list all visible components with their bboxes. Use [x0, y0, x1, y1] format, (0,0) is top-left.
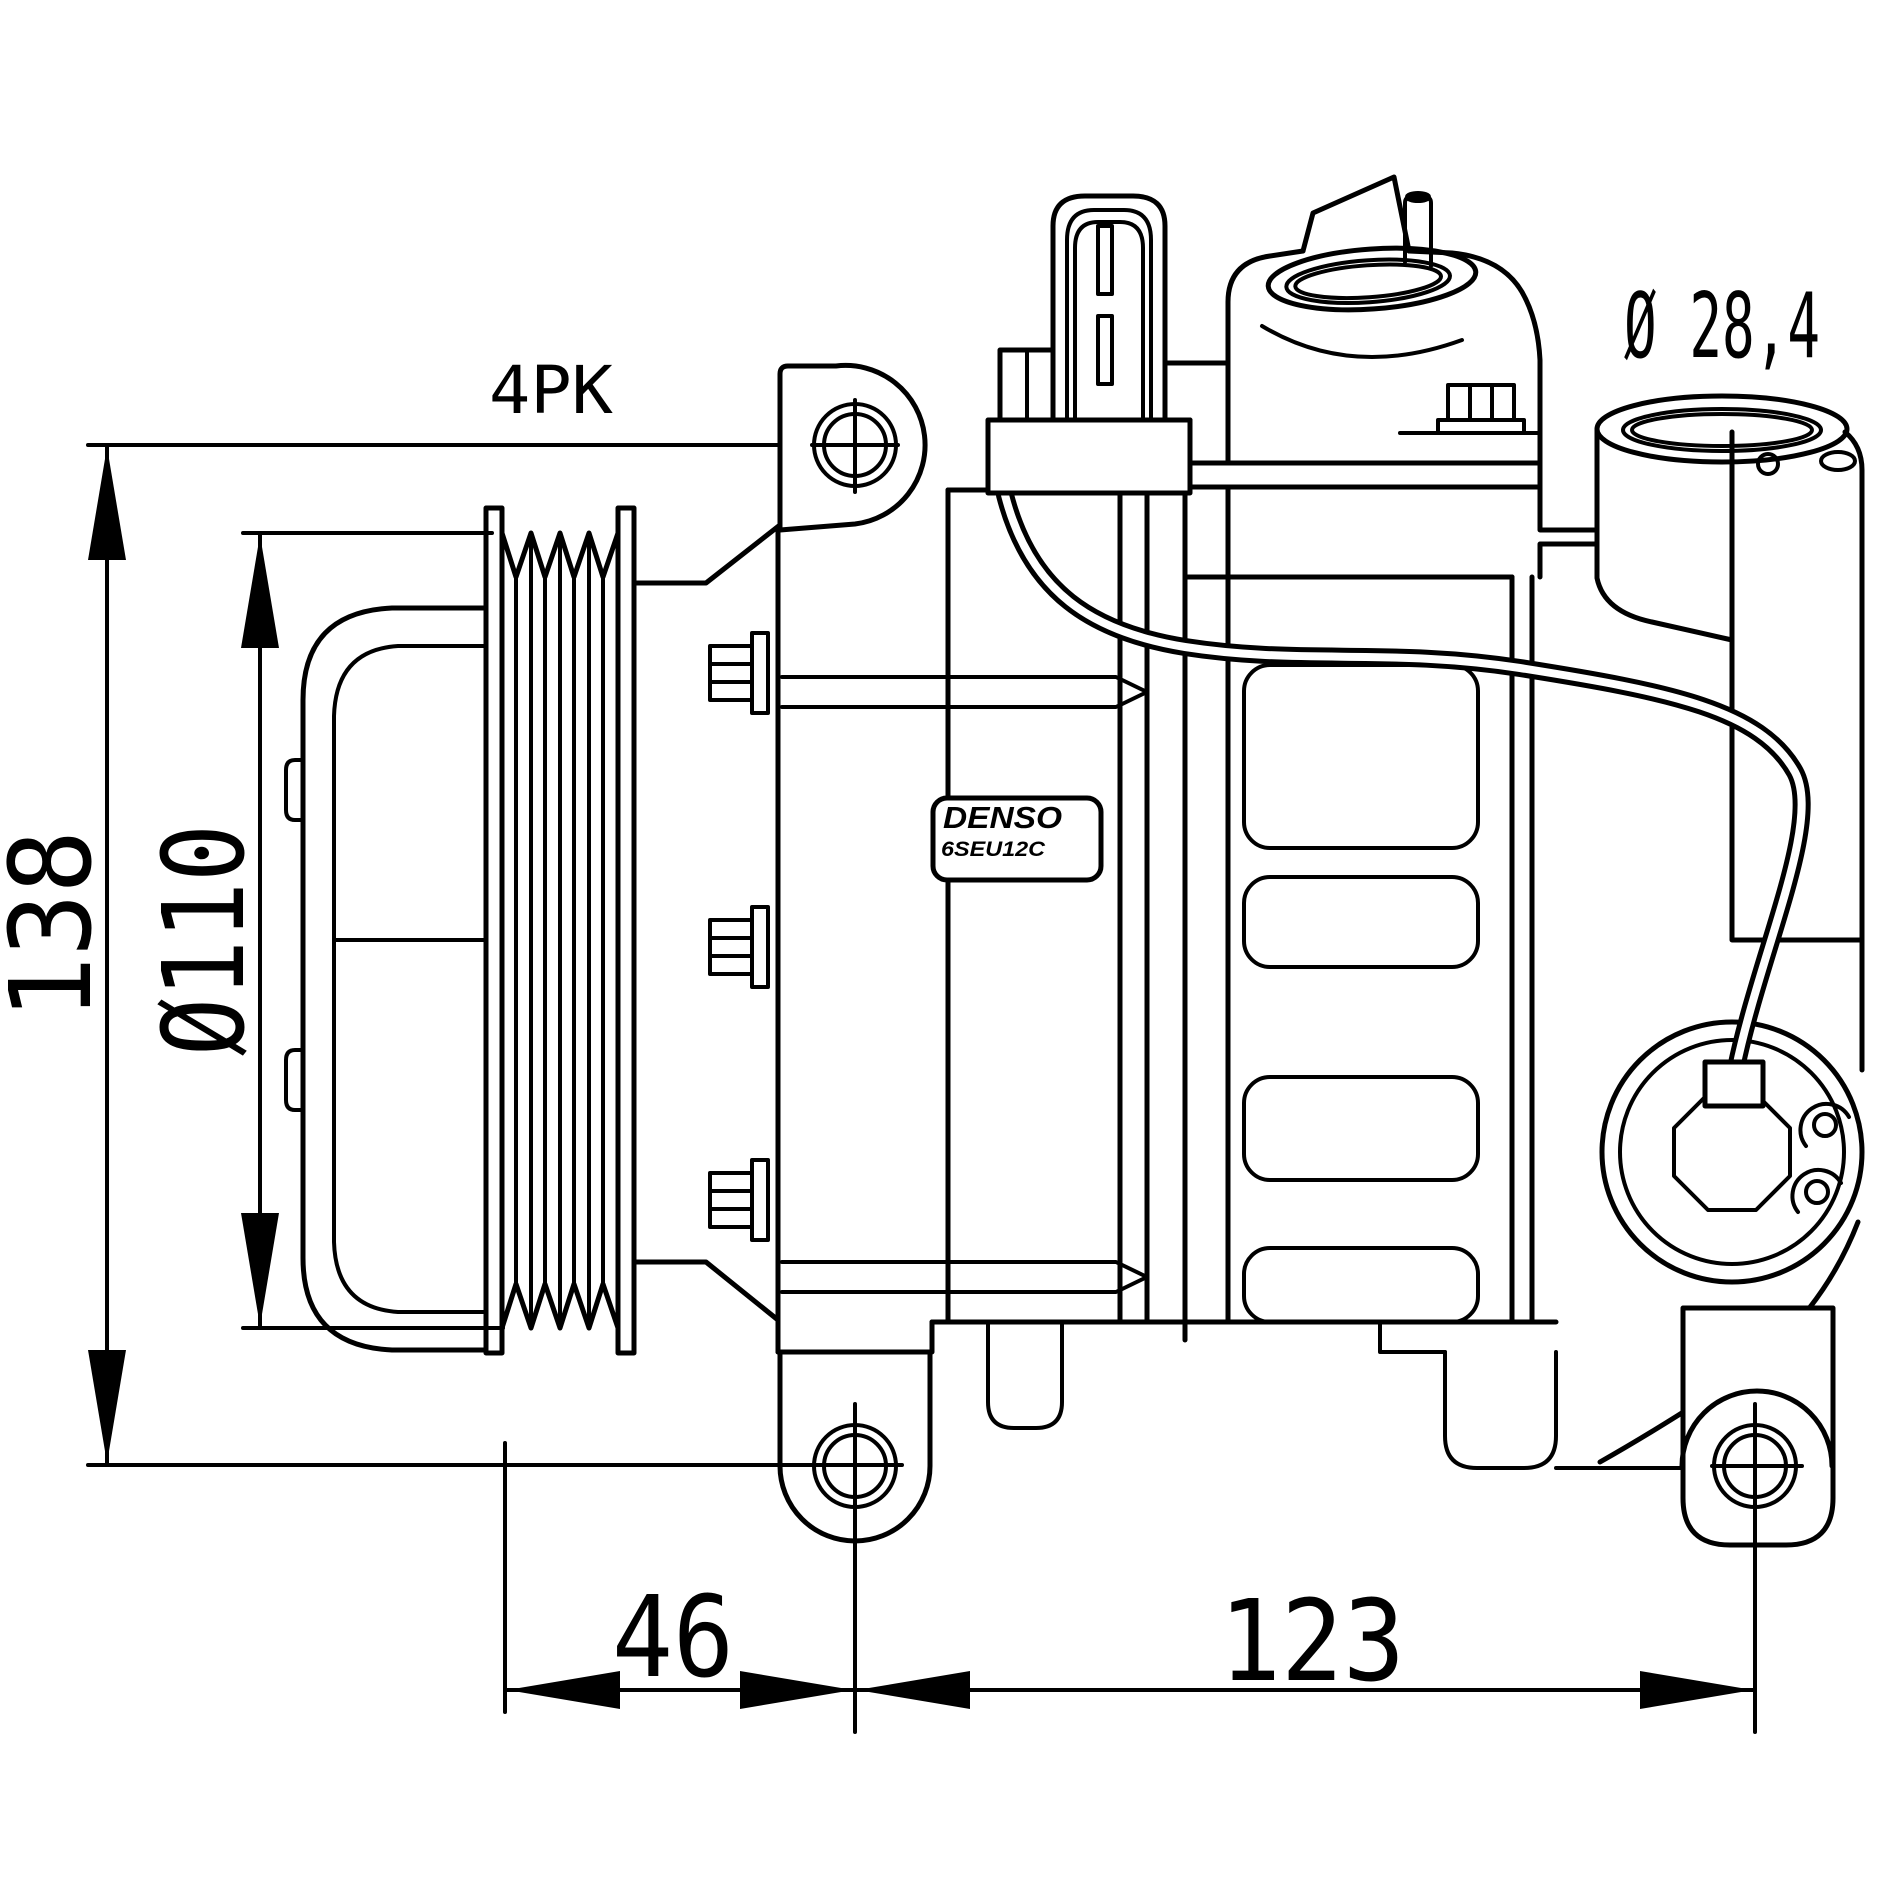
- top-mounting-lug: [777, 362, 928, 533]
- dim-pulley-diameter: Ø110: [140, 531, 279, 1330]
- valve-screw: [1804, 1179, 1830, 1205]
- dim-rear-mount: 123: [857, 1577, 1753, 1709]
- denso-label: DENSO 6SEU12C: [930, 795, 1104, 883]
- front-foot-tab: [986, 1320, 1064, 1430]
- cylinder-head: [1225, 174, 1600, 580]
- connector-slot: [1096, 224, 1114, 296]
- suction-port: [1594, 366, 1865, 943]
- dim-rear-mount-text: 123: [1219, 1577, 1405, 1707]
- dimension-annotations: 138 Ø110 4PK Ø 28,4 46 123: [0, 274, 1820, 1734]
- control-valve: [1599, 1019, 1865, 1285]
- connector-slot: [1096, 314, 1114, 386]
- flange-hole: [1819, 450, 1857, 472]
- clutch-bolt: [708, 905, 770, 989]
- hub-and-bolts: [633, 522, 783, 1323]
- sensor-wire: [996, 486, 1811, 1109]
- flange-hole: [1756, 452, 1780, 476]
- pulley-4pk: [483, 505, 637, 1356]
- dim-front-mount: 46: [503, 1573, 1757, 1709]
- electrical-connector: [985, 193, 1231, 496]
- clutch-bolt: [708, 1158, 770, 1242]
- dim-pulley-diameter-text: Ø110: [140, 824, 270, 1056]
- rear-mounting-foot: [1679, 1305, 1836, 1548]
- dim-overall-height-text: 138: [0, 830, 117, 1020]
- top-lug-crosshair: [810, 398, 900, 494]
- clutch-bolt: [708, 631, 770, 715]
- model-text: 6SEU12C: [941, 838, 1046, 861]
- rear-body: [1182, 460, 1690, 1470]
- brand-text: DENSO: [943, 800, 1062, 835]
- belt-type-label: 4PK: [489, 352, 613, 429]
- head-pin: [1403, 191, 1433, 268]
- valve-octagon: [1672, 1092, 1792, 1212]
- clutch-body: [284, 605, 489, 1353]
- valve-screw: [1812, 1112, 1838, 1138]
- dim-front-mount-text: 46: [612, 1573, 734, 1703]
- head-bolt: [1398, 383, 1542, 435]
- head-tab: [1300, 174, 1412, 254]
- oil-port-boss: [1265, 245, 1479, 313]
- port-diameter-label: Ø 28,4: [1624, 274, 1820, 379]
- dim-overall-height: 138: [0, 443, 126, 1467]
- front-housing: [775, 362, 1559, 1544]
- valve-connector: [1702, 1059, 1766, 1109]
